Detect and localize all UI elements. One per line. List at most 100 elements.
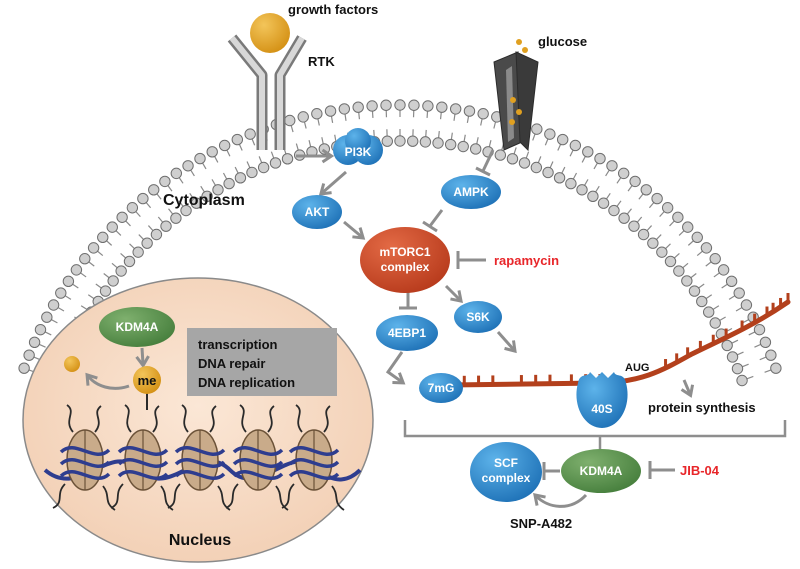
lipid-head [731, 362, 744, 375]
lipid-head [753, 323, 766, 336]
akt-label: AKT [305, 205, 330, 219]
lipid-head [115, 265, 127, 277]
mrna-codon-ticks [462, 293, 790, 385]
4ebp1-node: 4EBP1 [376, 315, 438, 351]
protein-synthesis-label: protein synthesis [648, 400, 756, 415]
lipid-head [422, 100, 434, 112]
dna-wrap [232, 469, 284, 481]
lipid-head [55, 287, 67, 299]
histone-tail [52, 483, 66, 509]
lipid-head [594, 152, 606, 165]
s6k-to-mrna-arrow [496, 331, 517, 354]
40s-ribosome: 40S [576, 372, 628, 428]
lipid-head [170, 167, 183, 180]
lipid-head [18, 362, 30, 374]
chromatin [43, 404, 362, 511]
lipid-head [696, 295, 708, 308]
lipid-head [432, 137, 444, 149]
lipid-head [770, 362, 782, 374]
scf-degrades-kdm4a-arrow [533, 493, 588, 508]
lipid-head [159, 175, 171, 188]
lipid-head [553, 172, 566, 184]
lipid-head [160, 220, 172, 232]
lipid-head [688, 285, 701, 297]
lipid-head [494, 149, 507, 161]
lipid-head [62, 275, 75, 288]
lipid-head [565, 177, 577, 190]
lipid-head [408, 99, 420, 111]
lipid-head [640, 184, 652, 196]
dna-wrap [232, 457, 284, 469]
histone-tail [94, 405, 102, 433]
kdm4a-to-me-arrow [135, 347, 150, 369]
dna-wrap [174, 469, 226, 481]
lipid-head [702, 306, 715, 318]
glucose-molecule [516, 109, 522, 115]
dna-wrap [117, 457, 169, 469]
lipid-head [651, 192, 663, 205]
lipid-head [218, 139, 231, 152]
lipid-head [647, 237, 659, 249]
lipid-head [637, 228, 650, 241]
lipid-head [733, 287, 745, 299]
ampk-label: AMPK [453, 185, 489, 199]
function-item: DNA repair [198, 356, 265, 371]
lipid-head [338, 103, 351, 115]
lipid-head [148, 184, 160, 196]
glucose-transporter [493, 51, 539, 152]
histone-tail [239, 404, 247, 433]
histone-tail [209, 405, 217, 433]
glucose-to-ampk-inhibit [481, 149, 495, 172]
lipid-head [576, 184, 588, 196]
dna-wrap [59, 457, 111, 469]
glucose-molecule [509, 119, 515, 125]
lipid-head [672, 211, 684, 223]
methyl-group: me [133, 366, 161, 394]
lipid-head [544, 128, 556, 140]
kdm4a-bottom-node: KDM4A [561, 449, 641, 493]
lipid-head [691, 231, 703, 244]
translation-arrow [680, 379, 695, 398]
lipid-head [419, 136, 432, 148]
dna-wrap [59, 445, 111, 457]
lipid-head [681, 275, 693, 287]
glucose-molecule [522, 47, 528, 53]
lipid-head [436, 101, 448, 113]
dna-wrap [288, 445, 340, 457]
lipid-head [190, 197, 203, 209]
lipid-head [759, 336, 772, 349]
ampk-to-mtorc1-inhibit [428, 209, 444, 227]
nucleus-label: Nucleus [169, 532, 231, 549]
lipid-head [394, 135, 406, 147]
glucose-molecule [510, 97, 516, 103]
dna-wrap [117, 445, 169, 457]
lipid-head [628, 220, 640, 232]
dna-wrap [288, 457, 340, 469]
lipid-head [137, 192, 149, 205]
lipid-head [617, 167, 630, 180]
lipid-head [206, 146, 218, 158]
pi3k-to-akt-arrow [318, 170, 347, 196]
s6k-node: S6K [454, 301, 502, 333]
lipid-head [318, 143, 331, 155]
lipid-head [765, 349, 777, 361]
akt-node: AKT [292, 195, 342, 229]
lipid-head [530, 161, 543, 174]
lipid-head [542, 166, 554, 179]
lipid-head [721, 339, 733, 352]
s6k-label: S6K [466, 310, 490, 324]
ampk-node: AMPK [441, 175, 501, 209]
lipid-head [469, 143, 482, 155]
lipid-head [366, 100, 378, 112]
scf-label-line1: SCF [494, 456, 518, 470]
lipid-head [34, 323, 47, 336]
histone-tail [152, 405, 160, 433]
lipid-head [324, 105, 337, 117]
lipid-head [661, 202, 674, 214]
cytoplasm-label: Cytoplasm [163, 192, 245, 209]
dna-wrap [174, 445, 226, 457]
lipid-head [518, 157, 531, 169]
lipid-head [709, 253, 721, 265]
7mg-label: 7mG [428, 381, 455, 395]
